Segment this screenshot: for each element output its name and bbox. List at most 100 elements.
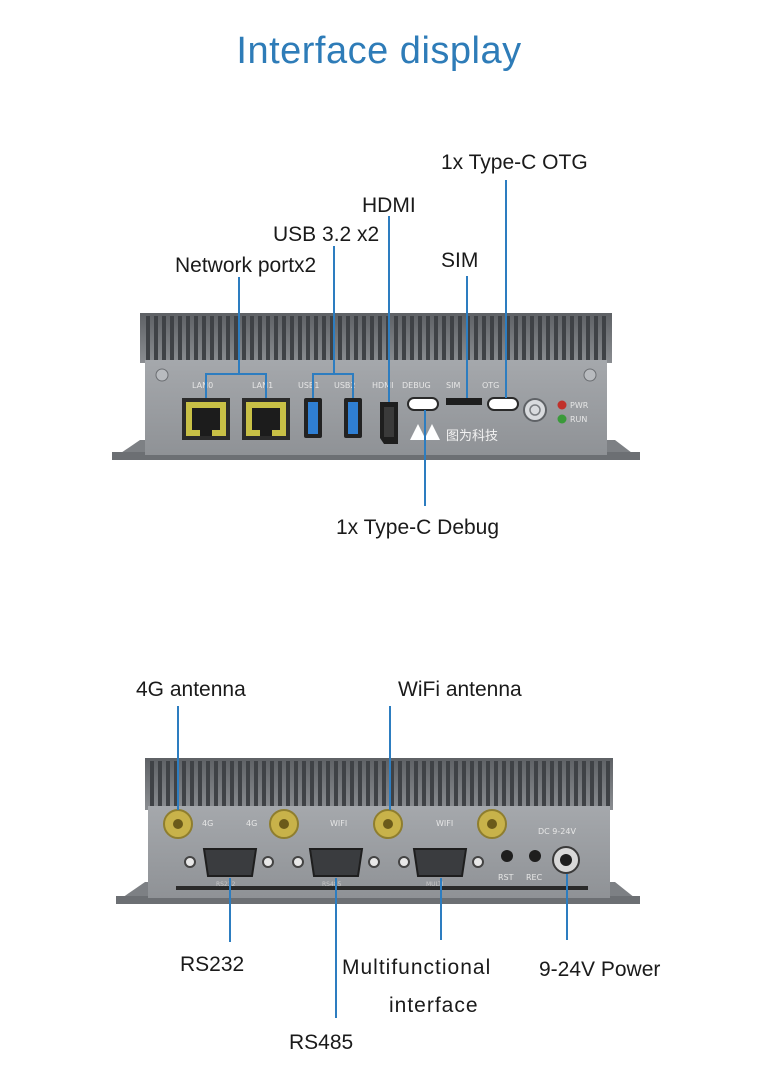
heatsink-fin [410, 316, 414, 360]
panel-text-lan1: LAN1 [252, 381, 273, 390]
heatsink-fin [418, 316, 422, 360]
lan0-port [182, 398, 230, 440]
heatsink-fin [590, 761, 594, 806]
panel-text-debug: DEBUG [402, 381, 431, 390]
heatsink-fin [294, 761, 298, 806]
panel-text-lan0: LAN0 [192, 381, 213, 390]
sim-slot [446, 398, 482, 405]
heatsink-fin [606, 761, 610, 806]
heatsink-fin [214, 761, 218, 806]
heatsink-fin [266, 316, 270, 360]
heatsink-fin [358, 761, 362, 806]
panel-text-com2: RS485 [322, 881, 342, 888]
heatsink-fin [158, 761, 162, 806]
heatsink-fin [274, 316, 278, 360]
heatsink-fin [242, 316, 246, 360]
heatsink-fin [594, 316, 598, 360]
heatsink-fin [170, 316, 174, 360]
heatsink-fin [346, 316, 350, 360]
heatsink-fin [542, 761, 546, 806]
heatsink-fin [334, 761, 338, 806]
heatsink-fin [502, 761, 506, 806]
label-type-c-debug: 1x Type-C Debug [336, 516, 500, 539]
heatsink-fin [466, 316, 470, 360]
panel-text-usb2: USB2 [334, 381, 356, 390]
front-heatsink-fins [140, 313, 612, 363]
front-screw-left [155, 368, 169, 382]
heatsink-fin [518, 761, 522, 806]
db9-rs485 [292, 848, 380, 877]
heatsink-fin [430, 761, 434, 806]
heatsink-fin [474, 316, 478, 360]
heatsink-fin [314, 316, 318, 360]
panel-text-sim: SIM [446, 381, 460, 390]
leader-rs232 [229, 878, 231, 942]
heatsink-fin [230, 761, 234, 806]
heatsink-fin [486, 761, 490, 806]
heatsink-fin [222, 761, 226, 806]
page-title: Interface display [236, 30, 522, 72]
heatsink-fin [234, 316, 238, 360]
heatsink-fin [330, 316, 334, 360]
heatsink-fin [310, 761, 314, 806]
label-multifunctional-2: interface [389, 994, 479, 1017]
heatsink-fin [470, 761, 474, 806]
heatsink-fin [586, 316, 590, 360]
heatsink-fin [442, 316, 446, 360]
heatsink-fin [350, 761, 354, 806]
leader-otg [505, 180, 507, 398]
usb1-port [304, 398, 322, 438]
heatsink-fin [290, 316, 294, 360]
label-rs232: RS232 [180, 953, 245, 976]
heatsink-fin [546, 316, 550, 360]
panel-text-rec: REC [526, 873, 543, 882]
usb-bracket [312, 373, 354, 398]
label-hdmi: HDMI [362, 194, 416, 217]
heatsink-fin [382, 761, 386, 806]
antenna-4g-2 [269, 809, 299, 839]
label-usb: USB 3.2 x2 [273, 223, 380, 246]
panel-text-a2: 4G [246, 819, 257, 828]
front-panel-text: LAN0 LAN1 USB1 USB2 HDMI DEBUG SIM OTG P… [192, 381, 589, 444]
heatsink-fin [574, 761, 578, 806]
heatsink-fin [578, 316, 582, 360]
label-multifunctional-1: Multifunctional [342, 956, 492, 979]
heatsink-fin [570, 316, 574, 360]
heatsink-fin [246, 761, 250, 806]
run-led [557, 414, 567, 424]
heatsink-fin [238, 761, 242, 806]
panel-text-com1: RS232 [216, 881, 236, 888]
heatsink-fin [538, 316, 542, 360]
heatsink-fin [286, 761, 290, 806]
heatsink-fin [182, 761, 186, 806]
heatsink-fin [550, 761, 554, 806]
heatsink-fin [326, 761, 330, 806]
leader-debug [424, 410, 426, 506]
heatsink-fin [438, 761, 442, 806]
heatsink-fin [534, 761, 538, 806]
panel-text-usb1: USB1 [298, 381, 320, 390]
heatsink-fin [354, 316, 358, 360]
heatsink-fin [198, 761, 202, 806]
heatsink-fin [306, 316, 310, 360]
rst-button [501, 850, 513, 862]
heatsink-fin [366, 761, 370, 806]
panel-text-a4: WIFI [436, 819, 453, 828]
heatsink-fin [446, 761, 450, 806]
heatsink-fin [370, 316, 374, 360]
heatsink-fin [378, 316, 382, 360]
panel-text-dc: DC 9-24V [538, 827, 576, 836]
heatsink-fin [398, 761, 402, 806]
heatsink-fin [210, 316, 214, 360]
heatsink-fin [390, 761, 394, 806]
heatsink-fin [434, 316, 438, 360]
hdmi-port [380, 402, 398, 444]
heatsink-fin [414, 761, 418, 806]
heatsink-fin [190, 761, 194, 806]
heatsink-fin [458, 316, 462, 360]
back-heatsink-fins [145, 758, 613, 810]
heatsink-fin [394, 316, 398, 360]
heatsink-fin [402, 316, 406, 360]
power-icon [529, 404, 541, 416]
heatsink-fin [258, 316, 262, 360]
